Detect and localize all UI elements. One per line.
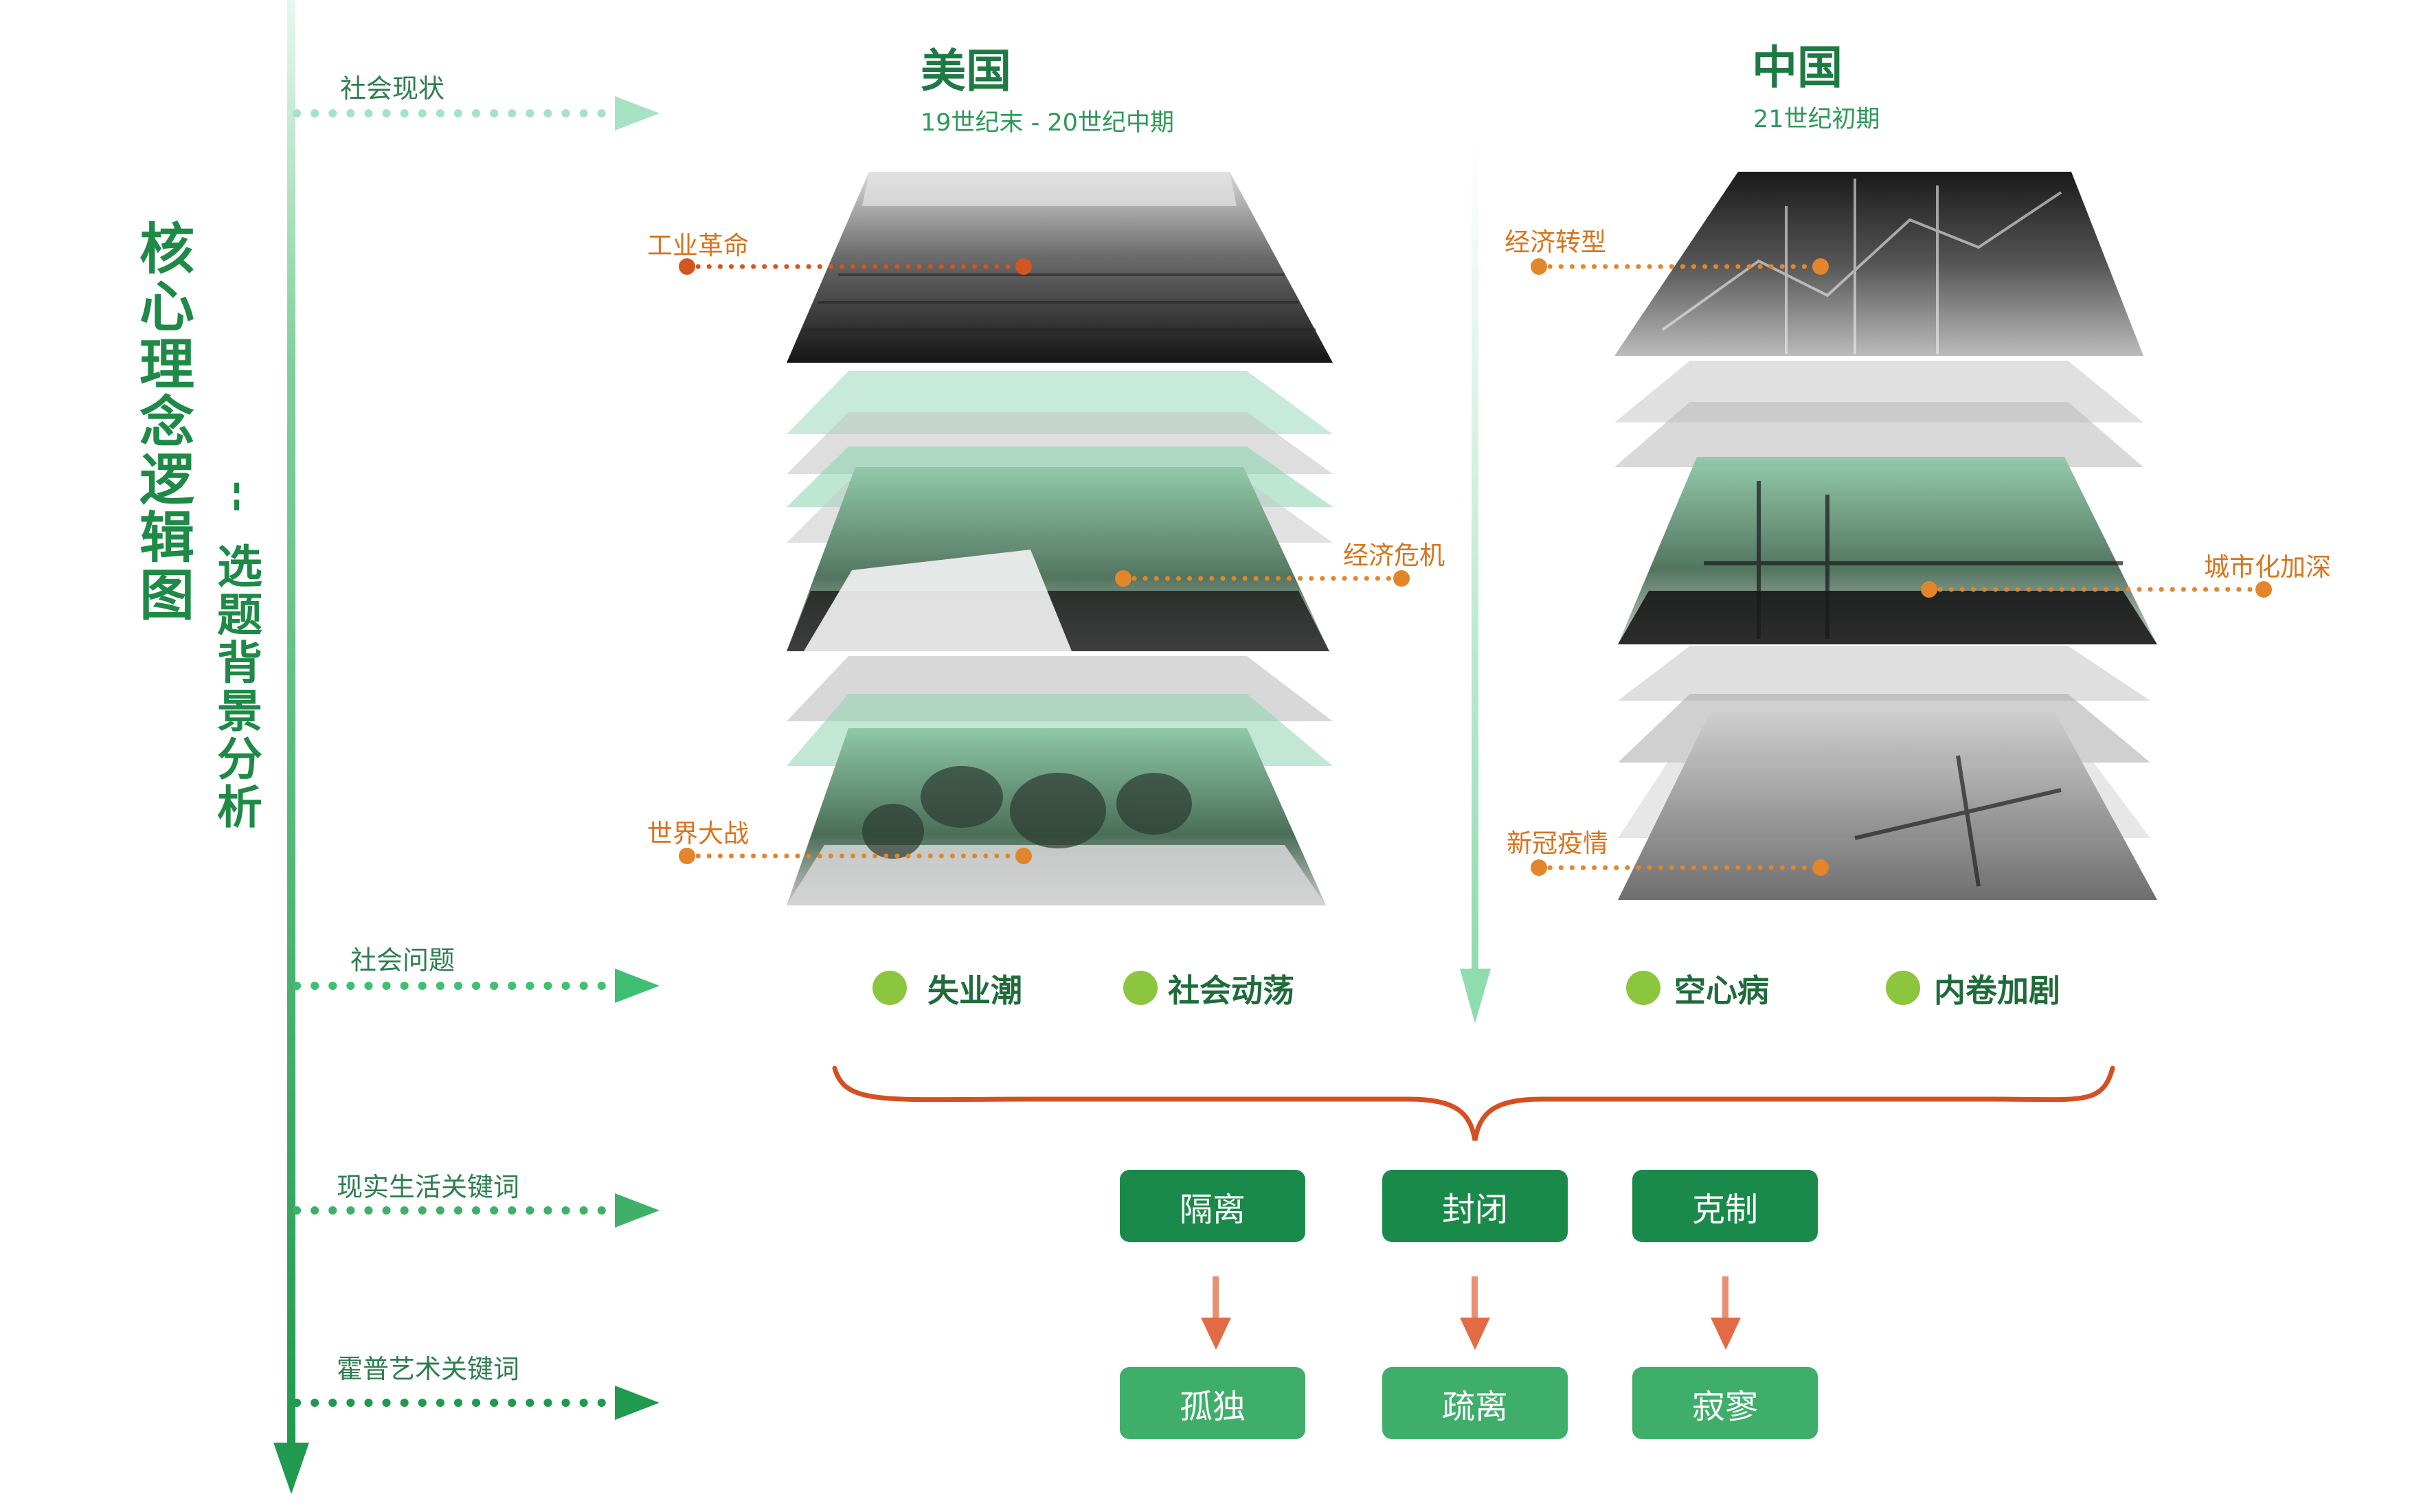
main-axis [287, 0, 295, 1449]
event-economic-transition: 经济转型 [1505, 227, 1606, 257]
problem-social-unrest: 社会动荡 [1168, 972, 1294, 1009]
middle-axis [1472, 137, 1478, 969]
problem-hollow-heart: 空心病 [1674, 972, 1769, 1009]
event-economic-crisis: 经济危机 [1343, 541, 1445, 570]
keyword-hopper-desolation: 寂寥 [1632, 1367, 1818, 1439]
usa-photo-stack [787, 172, 1333, 905]
connector-social-status [293, 96, 660, 131]
middle-axis-arrow-icon [1460, 969, 1491, 1024]
connector-reality-keywords [293, 1193, 660, 1228]
curly-brace [832, 1065, 2115, 1141]
main-axis-arrow-icon [273, 1443, 309, 1494]
callout-covid [1531, 859, 1829, 876]
period-usa: 19世纪末 - 20世纪中期 [921, 109, 1174, 137]
callout-industrial-revolution [679, 258, 1032, 275]
keyword-reality-closure: 封闭 [1382, 1170, 1568, 1242]
event-industrial-revolution: 工业革命 [647, 231, 749, 260]
down-arrow-icon [1460, 1276, 1490, 1350]
problem-bullet-icon [872, 971, 907, 1005]
keyword-reality-restraint: 克制 [1632, 1170, 1818, 1242]
connector-hopper-keywords [293, 1386, 660, 1420]
main-title: 核心理念逻辑图 [131, 220, 194, 624]
callout-economic-crisis [1115, 570, 1410, 587]
china-layer-covid [1618, 711, 2157, 900]
event-urbanization: 城市化加深 [2204, 552, 2331, 582]
keyword-reality-isolation: 隔离 [1120, 1170, 1305, 1242]
china-photo-stack [1614, 172, 2157, 900]
keyword-hopper-loneliness: 孤独 [1120, 1367, 1305, 1439]
callout-economic-transition [1531, 258, 1829, 275]
down-arrow-icon [1201, 1276, 1231, 1350]
problem-bullet-icon [1886, 971, 1920, 1005]
callout-world-war [679, 848, 1032, 864]
side-label-social-status: 社会现状 [340, 74, 445, 104]
usa-layer-industrial-revolution [787, 172, 1333, 363]
keyword-hopper-alienation: 疏离 [1382, 1367, 1568, 1439]
side-label-reality-keywords: 现实生活关键词 [337, 1172, 520, 1202]
sub-title: 选题背景分析 [210, 543, 262, 831]
china-layer-economic-transition [1614, 172, 2143, 356]
problem-involution: 内卷加剧 [1934, 972, 2060, 1009]
down-arrow-icon [1711, 1276, 1741, 1350]
title-dash: -- [218, 481, 258, 515]
connector-social-problem [293, 969, 660, 1003]
side-label-social-problem: 社会问题 [350, 945, 455, 975]
country-usa: 美国 [921, 45, 1011, 98]
side-label-hopper-keywords: 霍普艺术关键词 [337, 1354, 520, 1384]
problem-unemployment: 失业潮 [927, 972, 1022, 1009]
callout-urbanization [1921, 581, 2272, 598]
event-covid: 新冠疫情 [1507, 828, 1608, 858]
period-china: 21世纪初期 [1753, 106, 1880, 133]
event-world-war: 世界大战 [647, 819, 749, 848]
problem-bullet-icon [1626, 971, 1660, 1005]
problem-bullet-icon [1123, 971, 1158, 1005]
country-china: 中国 [1752, 41, 1843, 94]
